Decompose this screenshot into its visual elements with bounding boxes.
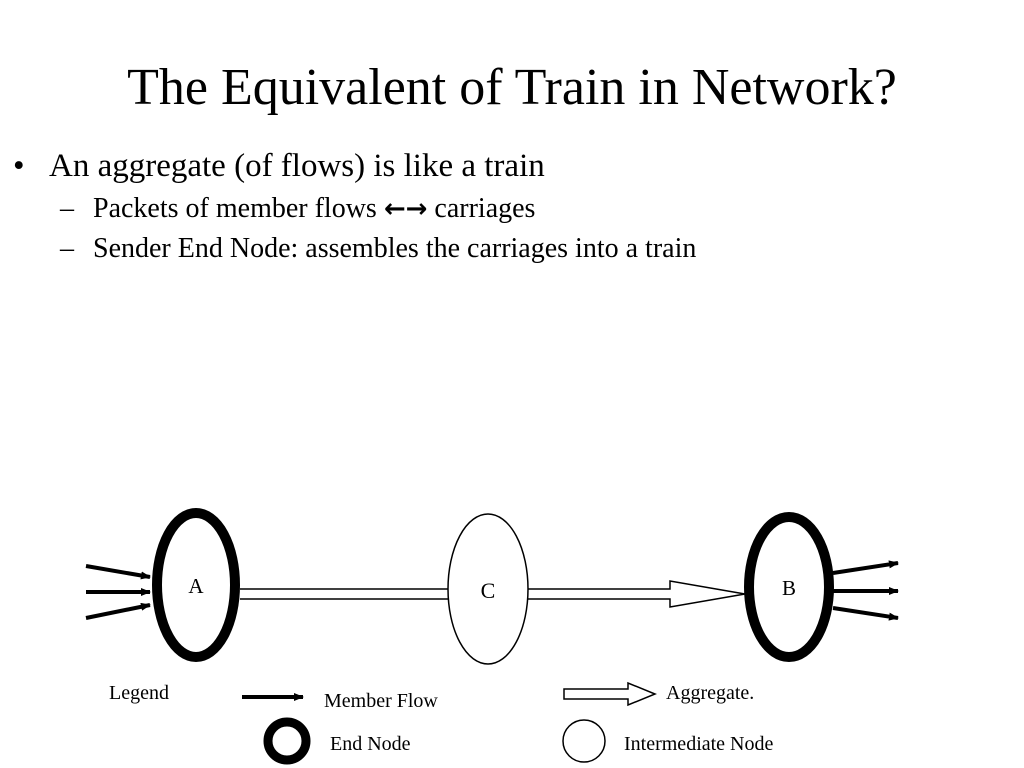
sub-bullet-text-before: Packets of member flows [93,193,384,224]
legend: Legend Member Flow Aggregate. End Node I… [109,681,773,765]
outgoing-member-flows [832,560,899,621]
bullet-list: • An aggregate (of flows) is like a train… [0,0,1024,300]
end-node-a: A [152,508,240,662]
legend-aggregate-label: Aggregate. [666,682,754,704]
legend-intermediate-node-label: Intermediate Node [624,733,773,755]
bullet-text: An aggregate (of flows) is like a train [49,148,545,184]
sub-bullet-mark: – [60,233,74,264]
node-label-c: C [481,578,496,603]
sub-bullet-text: Sender End Node: assembles the carriages… [93,233,697,264]
bullet-mark: • [13,148,25,184]
double-arrow-icon: ←→ [383,194,428,224]
legend-title: Legend [109,682,169,704]
sub-bullet-text-after: carriages [427,193,536,224]
sub-bullet-item: –Sender End Node: assembles the carriage… [60,233,697,265]
legend-intermediate-node-icon [562,719,606,763]
sub-bullet-mark: – [60,193,74,224]
legend-member-flow-label: Member Flow [324,690,438,712]
bullet-item: • An aggregate (of flows) is like a train [13,148,545,184]
intermediate-node-c: C [447,513,529,665]
legend-end-node-icon [263,717,311,765]
legend-aggregate-arrow-icon [563,681,657,707]
node-label-a: A [188,574,204,598]
slide-title: The Equivalent of Train in Network? [127,59,897,116]
end-node-b: B [744,512,834,662]
node-label-b: B [782,576,796,600]
legend-end-node-label: End Node [330,733,411,755]
sub-bullet-item: –Packets of member flows ←→ carriages [60,193,536,225]
incoming-member-flows [85,564,151,620]
